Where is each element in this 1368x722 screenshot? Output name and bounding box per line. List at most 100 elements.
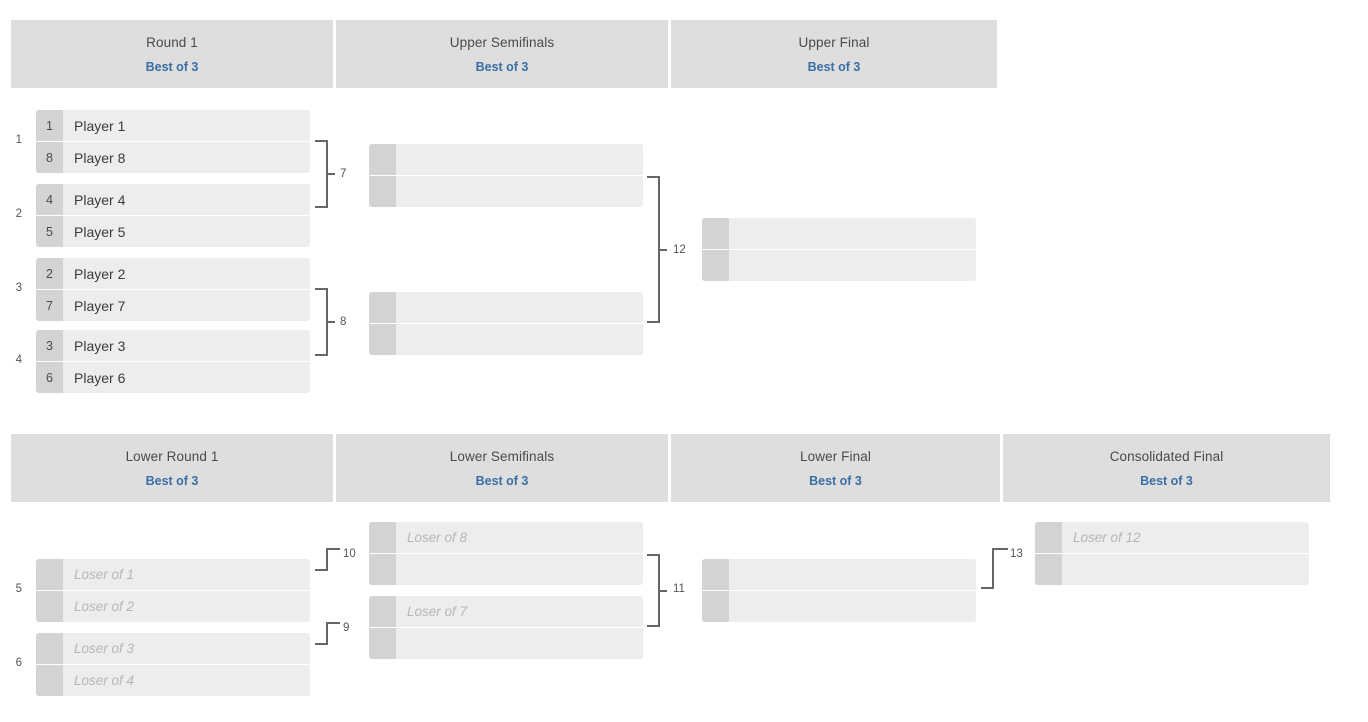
connector-to-match-10: [315, 548, 340, 571]
header-lower-final[interactable]: Lower Final Best of 3: [671, 434, 1000, 502]
header-title: Round 1: [146, 34, 198, 50]
seed-cell: [1035, 554, 1062, 585]
match-row[interactable]: 2 Player 2: [36, 258, 310, 290]
match-box[interactable]: 3 Player 3 6 Player 6: [36, 330, 310, 393]
participant-name: Loser of 7: [407, 604, 468, 619]
seed-cell: [369, 596, 396, 627]
connector-to-match-7: [315, 140, 335, 208]
match-row[interactable]: [369, 292, 643, 324]
match-row[interactable]: [1035, 554, 1309, 585]
participant-name: Player 1: [74, 117, 126, 134]
match-row[interactable]: Loser of 12: [1035, 522, 1309, 554]
match-row[interactable]: Loser of 2: [36, 591, 310, 622]
match-box[interactable]: Loser of 1 Loser of 2: [36, 559, 310, 622]
match-row[interactable]: 3 Player 3: [36, 330, 310, 362]
participant-name: [729, 559, 976, 590]
participant-name: Player 7: [74, 297, 126, 314]
match-row[interactable]: Loser of 3: [36, 633, 310, 665]
match-row[interactable]: 5 Player 5: [36, 216, 310, 247]
match-box[interactable]: 1 Player 1 8 Player 8: [36, 110, 310, 173]
match-row[interactable]: [702, 591, 976, 622]
seed-cell: 7: [36, 290, 63, 321]
connector-to-match-8: [315, 288, 335, 356]
seed-cell: [369, 144, 396, 175]
seed-cell: [36, 633, 63, 664]
connector-number: 9: [343, 622, 350, 634]
header-round-1[interactable]: Round 1 Best of 3: [11, 20, 333, 88]
seed-cell: [702, 250, 729, 281]
participant-name: Player 5: [74, 223, 126, 240]
match-row[interactable]: [369, 554, 643, 585]
header-title: Upper Final: [798, 34, 870, 50]
match-box[interactable]: Loser of 8: [369, 522, 643, 585]
participant-name: Loser of 4: [74, 673, 135, 688]
seed-cell: [369, 324, 396, 355]
header-upper-semifinals[interactable]: Upper Semifinals Best of 3: [336, 20, 668, 88]
match-number: 1: [15, 134, 22, 146]
match-row[interactable]: [369, 324, 643, 355]
seed-cell: [702, 591, 729, 622]
participant-name: Player 6: [74, 369, 126, 386]
match-box[interactable]: Loser of 12: [1035, 522, 1309, 585]
participant-name: [396, 144, 643, 175]
match-number: 5: [15, 583, 22, 595]
header-consolidated-final[interactable]: Consolidated Final Best of 3: [1003, 434, 1330, 502]
match-number: 6: [15, 657, 22, 669]
match-row[interactable]: 4 Player 4: [36, 184, 310, 216]
participant-name: [396, 554, 643, 585]
match-row[interactable]: [702, 559, 976, 591]
seed-cell: [702, 559, 729, 590]
participant-name: [729, 250, 976, 281]
match-box[interactable]: 4 Player 4 5 Player 5: [36, 184, 310, 247]
match-row[interactable]: [369, 144, 643, 176]
match-row[interactable]: 6 Player 6: [36, 362, 310, 393]
participant-name: [729, 218, 976, 249]
participant-name: [396, 292, 643, 323]
participant-name: Loser of 8: [407, 530, 468, 545]
match-box[interactable]: [702, 218, 976, 281]
match-box[interactable]: Loser of 7: [369, 596, 643, 659]
connector-number: 7: [340, 168, 347, 180]
connector-number: 10: [343, 548, 356, 560]
participant-name: Loser of 2: [74, 599, 135, 614]
header-format: Best of 3: [475, 473, 529, 488]
seed-cell: [369, 554, 396, 585]
participant-name: Player 4: [74, 191, 126, 208]
match-box[interactable]: [702, 559, 976, 622]
match-row[interactable]: 8 Player 8: [36, 142, 310, 173]
match-row[interactable]: Loser of 8: [369, 522, 643, 554]
seed-cell: 6: [36, 362, 63, 393]
header-title: Lower Round 1: [125, 448, 219, 464]
match-row[interactable]: Loser of 1: [36, 559, 310, 591]
header-lower-round-1[interactable]: Lower Round 1 Best of 3: [11, 434, 333, 502]
match-row[interactable]: [369, 628, 643, 659]
match-row[interactable]: 1 Player 1: [36, 110, 310, 142]
participant-name: Player 8: [74, 149, 126, 166]
match-box[interactable]: [369, 144, 643, 207]
match-box[interactable]: [369, 292, 643, 355]
seed-cell: 8: [36, 142, 63, 173]
match-row[interactable]: Loser of 4: [36, 665, 310, 696]
match-row[interactable]: [369, 176, 643, 207]
header-format: Best of 3: [475, 59, 529, 74]
match-row[interactable]: [702, 218, 976, 250]
seed-cell: 4: [36, 184, 63, 215]
match-box[interactable]: Loser of 3 Loser of 4: [36, 633, 310, 696]
participant-name: Player 2: [74, 265, 126, 282]
participant-name: Loser of 12: [1073, 530, 1141, 545]
connector-number: 11: [673, 583, 685, 595]
match-row[interactable]: [702, 250, 976, 281]
seed-cell: 3: [36, 330, 63, 361]
header-title: Consolidated Final: [1109, 448, 1224, 464]
header-upper-final[interactable]: Upper Final Best of 3: [671, 20, 997, 88]
connector-to-match-9: [315, 622, 340, 645]
seed-cell: 5: [36, 216, 63, 247]
match-row[interactable]: Loser of 7: [369, 596, 643, 628]
header-lower-semifinals[interactable]: Lower Semifinals Best of 3: [336, 434, 668, 502]
match-number: 4: [15, 354, 22, 366]
match-row[interactable]: 7 Player 7: [36, 290, 310, 321]
seed-cell: [36, 591, 63, 622]
match-box[interactable]: 2 Player 2 7 Player 7: [36, 258, 310, 321]
match-number: 3: [15, 282, 22, 294]
participant-name: Loser of 1: [74, 567, 135, 582]
